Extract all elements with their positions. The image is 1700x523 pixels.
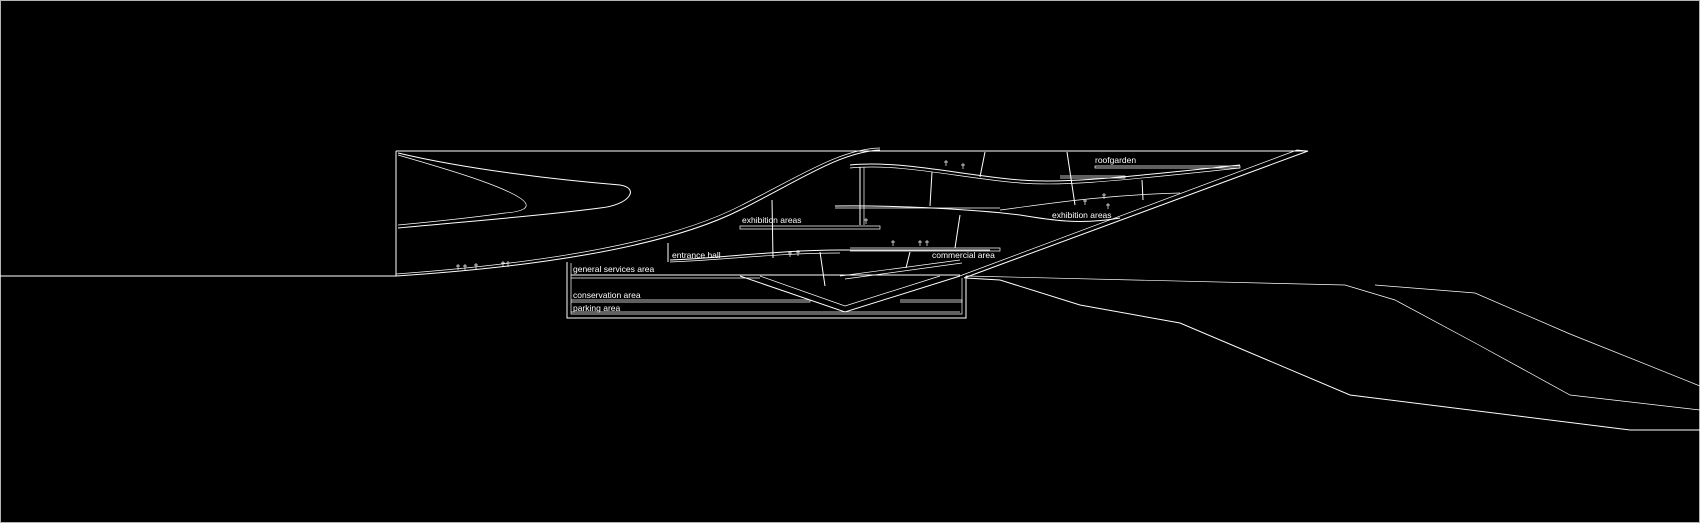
- floor-upper-1: [849, 163, 1241, 182]
- label-commercial-area: commercial area: [932, 250, 995, 260]
- ground-slab-curve-inner: [395, 147, 881, 275]
- basement-v-beam: [739, 275, 961, 313]
- landscape: [965, 275, 1700, 431]
- person-3: [474, 263, 478, 269]
- canopy-outer: [397, 152, 631, 229]
- people-figures: [456, 160, 1110, 270]
- person-11: [925, 240, 929, 246]
- person-10: [918, 240, 922, 246]
- level-conservation: [571, 299, 811, 303]
- terrain-line-far: [1374, 284, 1700, 387]
- commercial-floor-inner: [844, 262, 963, 280]
- person-8: [864, 218, 868, 224]
- exhibition-slab: [739, 225, 881, 230]
- person-2: [463, 264, 467, 270]
- column-6: [771, 199, 774, 259]
- label-parking: parking area: [573, 303, 621, 313]
- column-2: [929, 171, 933, 207]
- upper-floors: [669, 163, 1241, 280]
- label-conservation: conservation area: [573, 290, 641, 300]
- person-1: [456, 264, 460, 270]
- floor-upper-1-inner: [849, 166, 1241, 185]
- building-outline: [395, 147, 1309, 279]
- column-4: [1066, 151, 1076, 206]
- floor-upper-2-curve: [999, 192, 1181, 211]
- label-entrance-hall: entrance hall: [672, 250, 721, 260]
- commercial-floor: [839, 259, 961, 277]
- person-4: [501, 261, 505, 267]
- column-9: [954, 214, 961, 249]
- floor-slab-short: [1060, 175, 1126, 179]
- roof-line: [396, 150, 1309, 279]
- floor-upper-2: [834, 205, 1121, 222]
- column-3: [979, 151, 986, 178]
- person-5: [506, 261, 510, 267]
- underground-levels: [566, 262, 967, 319]
- person-13: [961, 163, 965, 169]
- entrance-floor: [669, 249, 990, 261]
- column-8: [819, 251, 826, 287]
- terrain-line-front: [965, 277, 1700, 431]
- column-10: [905, 251, 911, 269]
- area-labels: roofgarden exhibition areas exhibition a…: [573, 155, 1136, 313]
- ground-slab-curve: [395, 149, 881, 277]
- basement-outline: [566, 262, 967, 319]
- person-14: [1083, 199, 1087, 205]
- slab-mid: [850, 247, 1001, 252]
- level-conservation-right: [900, 299, 963, 303]
- terrain-line-back: [965, 275, 1700, 411]
- label-exhibition-right: exhibition areas: [1052, 210, 1112, 220]
- west-canopy: [397, 152, 631, 229]
- person-7: [796, 250, 800, 256]
- roof-line-inner: [956, 149, 1309, 278]
- basement-v-beam-inner: [759, 275, 941, 307]
- canopy-inner: [397, 154, 527, 226]
- roofgarden-slab: [1094, 165, 1241, 169]
- person-12: [944, 160, 948, 166]
- label-roofgarden: roofgarden: [1095, 155, 1136, 165]
- person-16: [1106, 203, 1110, 209]
- person-15: [1102, 193, 1106, 199]
- person-9: [891, 240, 895, 246]
- columns: [667, 151, 1144, 287]
- basement-outline-inner: [570, 263, 963, 315]
- column-5: [1141, 179, 1144, 201]
- label-general-services: general services area: [573, 264, 655, 274]
- label-exhibition-upper: exhibition areas: [742, 215, 802, 225]
- entrance-floor-inner: [669, 252, 841, 263]
- person-6: [788, 251, 792, 257]
